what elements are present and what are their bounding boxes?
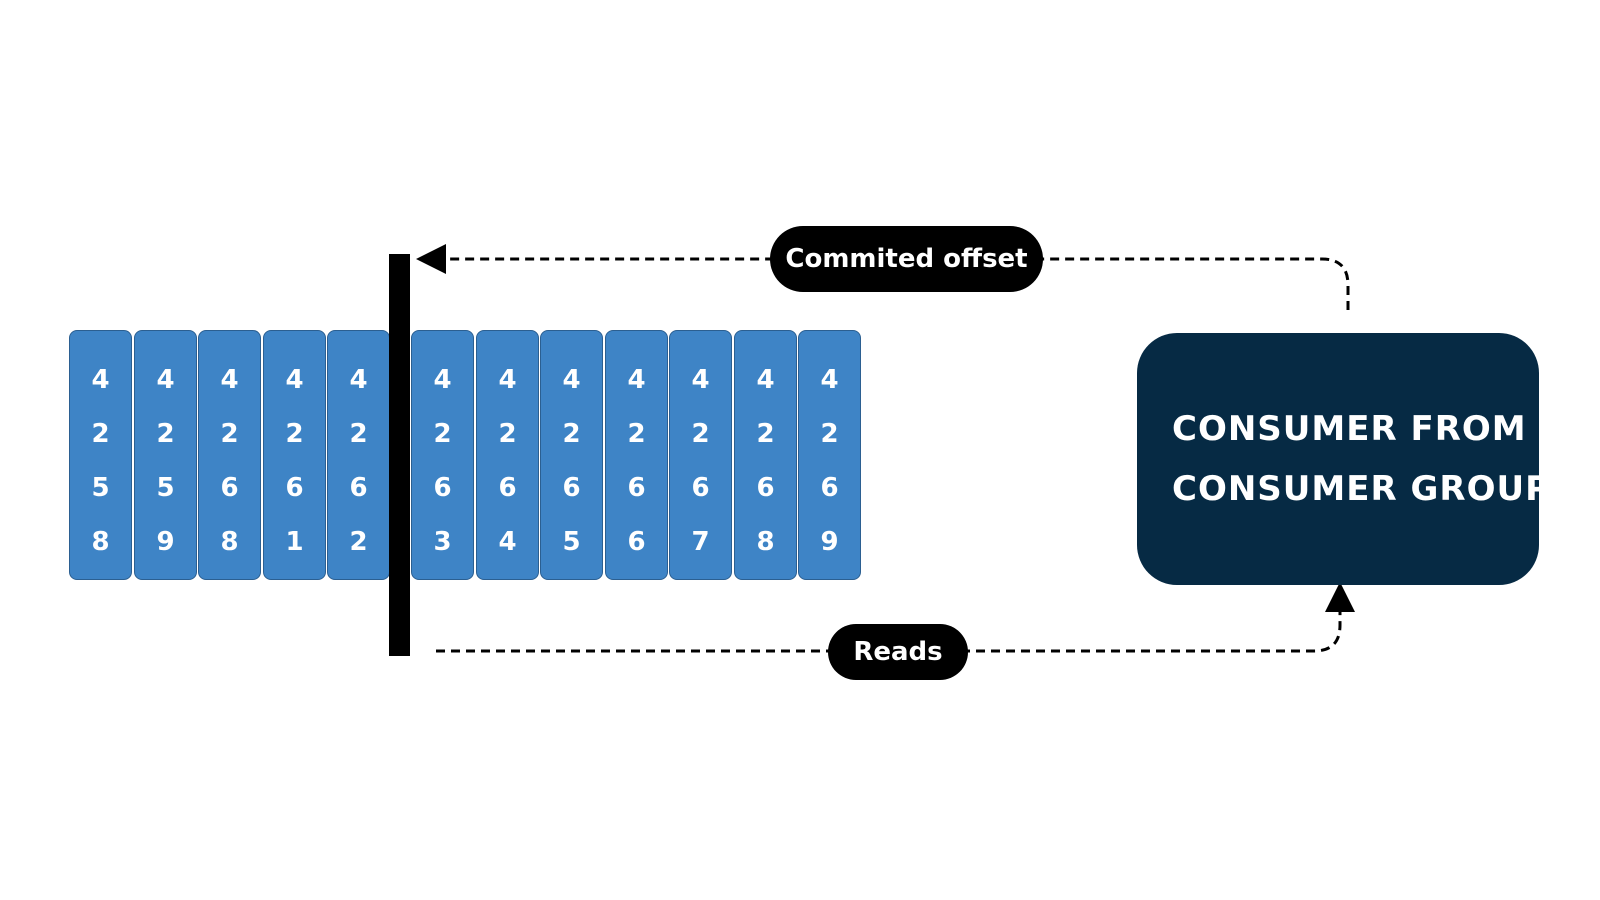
offset-digit: 2 bbox=[285, 419, 304, 449]
offset-digit: 2 bbox=[562, 419, 581, 449]
log-record-cell: 4 2 6 5 bbox=[540, 330, 603, 580]
log-record-cell: 4 2 6 6 bbox=[605, 330, 668, 580]
reads-arrow bbox=[436, 582, 1355, 653]
offset-digit: 7 bbox=[691, 527, 710, 557]
offset-digit: 4 bbox=[156, 365, 175, 395]
offset-digit: 6 bbox=[756, 473, 775, 503]
offset-digit: 6 bbox=[562, 473, 581, 503]
offset-digit: 6 bbox=[498, 473, 517, 503]
offset-digit: 4 bbox=[91, 365, 110, 395]
offset-digit: 4 bbox=[627, 365, 646, 395]
log-record-cell: 4 2 6 2 bbox=[327, 330, 390, 580]
offset-digit: 6 bbox=[627, 473, 646, 503]
offset-digit: 4 bbox=[349, 365, 368, 395]
offset-digit: 2 bbox=[91, 419, 110, 449]
consumer-title-line-1: CONSUMER FROM bbox=[1172, 409, 1527, 449]
offset-digit: 6 bbox=[349, 473, 368, 503]
offset-digit: 6 bbox=[627, 527, 646, 557]
offset-digit: 4 bbox=[691, 365, 710, 395]
offset-digit: 6 bbox=[820, 473, 839, 503]
offset-digit: 3 bbox=[433, 527, 452, 557]
offset-digit: 4 bbox=[498, 365, 517, 395]
offset-digit: 6 bbox=[220, 473, 239, 503]
offset-digit: 9 bbox=[820, 527, 839, 557]
offset-marker bbox=[389, 254, 410, 656]
consumer-title-line-2: CONSUMER GROUP bbox=[1172, 469, 1552, 509]
offset-digit: 2 bbox=[349, 419, 368, 449]
offset-digit: 4 bbox=[756, 365, 775, 395]
offset-digit: 2 bbox=[691, 419, 710, 449]
offset-digit: 2 bbox=[627, 419, 646, 449]
log-record-cell: 4 2 6 4 bbox=[476, 330, 539, 580]
offset-digit: 9 bbox=[156, 527, 175, 557]
log-record-cell: 4 2 6 8 bbox=[198, 330, 261, 580]
offset-digit: 4 bbox=[285, 365, 304, 395]
consumer-box: CONSUMER FROM CONSUMER GROUP bbox=[1137, 333, 1552, 585]
offset-digit: 2 bbox=[349, 527, 368, 557]
committed-offset-text: Commited offset bbox=[785, 244, 1028, 274]
offset-digit: 4 bbox=[498, 527, 517, 557]
offset-digit: 6 bbox=[433, 473, 452, 503]
offset-digit: 2 bbox=[433, 419, 452, 449]
committed-offset-arrow bbox=[416, 244, 1350, 310]
offset-digit: 8 bbox=[91, 527, 110, 557]
offset-digit: 2 bbox=[756, 419, 775, 449]
offset-digit: 1 bbox=[285, 527, 304, 557]
offset-digit: 2 bbox=[156, 419, 175, 449]
reads-text: Reads bbox=[853, 637, 943, 667]
offset-digit: 2 bbox=[220, 419, 239, 449]
offset-digit: 6 bbox=[285, 473, 304, 503]
offset-digit: 2 bbox=[498, 419, 517, 449]
log-record-cell: 4 2 6 9 bbox=[798, 330, 861, 580]
offset-digit: 6 bbox=[691, 473, 710, 503]
log-record-cell: 4 2 6 7 bbox=[669, 330, 732, 580]
offset-digit: 5 bbox=[562, 527, 581, 557]
offset-digit: 8 bbox=[756, 527, 775, 557]
offset-digit: 8 bbox=[220, 527, 239, 557]
committed-offset-label: Commited offset bbox=[770, 226, 1043, 292]
offset-digit: 4 bbox=[433, 365, 452, 395]
log-record-cell: 4 2 6 8 bbox=[734, 330, 797, 580]
offset-digit: 2 bbox=[820, 419, 839, 449]
reads-label: Reads bbox=[828, 624, 968, 680]
log-record-cell: 4 2 6 3 bbox=[411, 330, 474, 580]
offset-digit: 4 bbox=[820, 365, 839, 395]
log-record-cell: 4 2 5 8 bbox=[69, 330, 132, 580]
offset-digit: 5 bbox=[156, 473, 175, 503]
offset-digit: 4 bbox=[562, 365, 581, 395]
offset-digit: 4 bbox=[220, 365, 239, 395]
offset-digit: 5 bbox=[91, 473, 110, 503]
log-record-cell: 4 2 6 1 bbox=[263, 330, 326, 580]
log-record-cell: 4 2 5 9 bbox=[134, 330, 197, 580]
